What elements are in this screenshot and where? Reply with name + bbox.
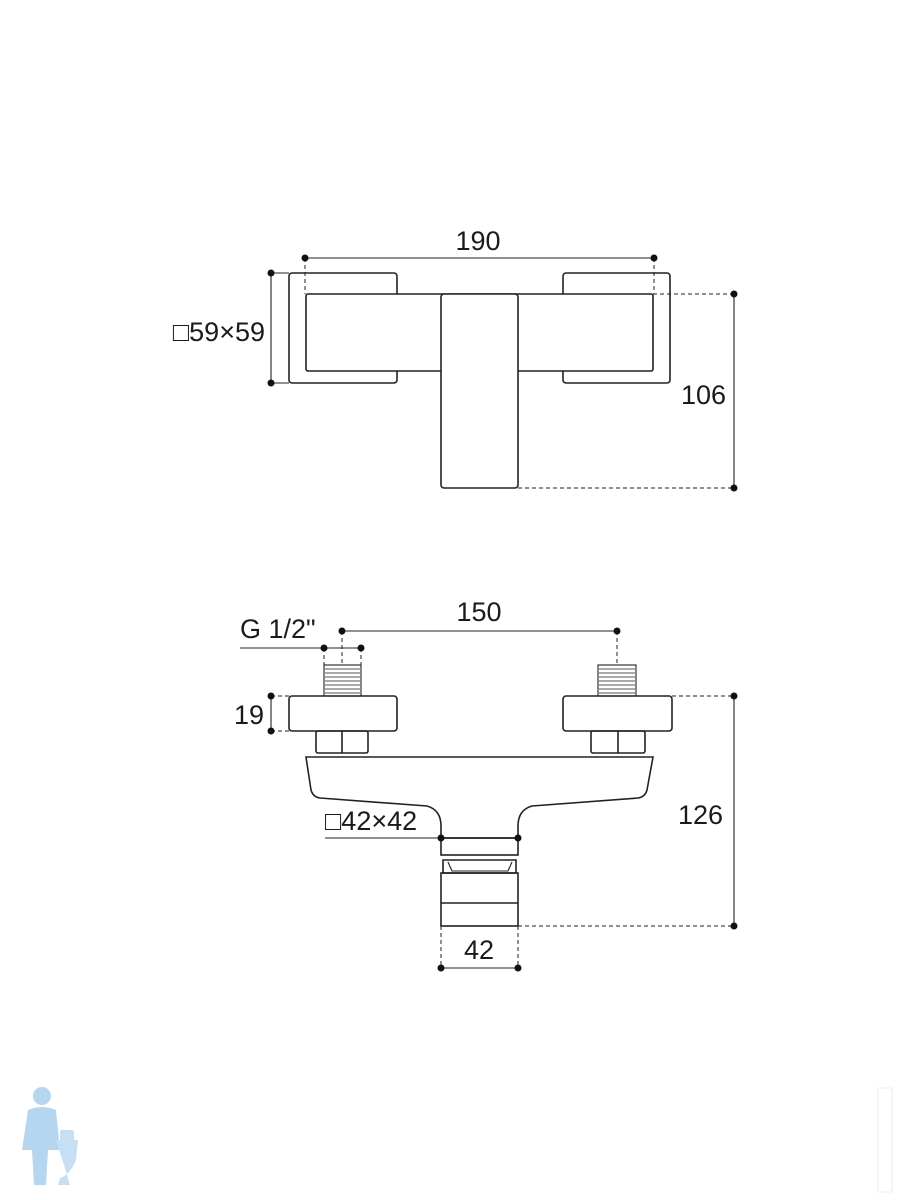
plumber-logo: [22, 1087, 78, 1185]
dim-126-label: 126: [678, 800, 723, 830]
dim-106-label: 106: [681, 380, 726, 410]
thread-label: G 1/2": [240, 614, 316, 644]
dim-19-label: 19: [234, 700, 264, 730]
watermark: [877, 1087, 893, 1193]
left-flange: [288, 695, 398, 732]
right-nut: [590, 730, 646, 754]
right-flange: [562, 695, 673, 732]
dim-150-label: 150: [456, 597, 501, 627]
right-thread: [597, 664, 637, 697]
left-nut: [315, 730, 369, 754]
left-thread: [323, 664, 362, 697]
dim-42x42-label: □42×42: [325, 806, 417, 836]
dim-190-label: 190: [455, 226, 500, 256]
outlet-cap: [440, 837, 519, 856]
front-view: 150 G 1/2" 19 □42×42 126 42: [234, 597, 738, 972]
dim-42-label: 42: [464, 935, 494, 965]
top-view: 190 □59×59 106: [173, 226, 738, 492]
handle: [440, 293, 519, 489]
outlet-body: [440, 872, 519, 927]
dim-59x59-label: □59×59: [173, 317, 265, 347]
